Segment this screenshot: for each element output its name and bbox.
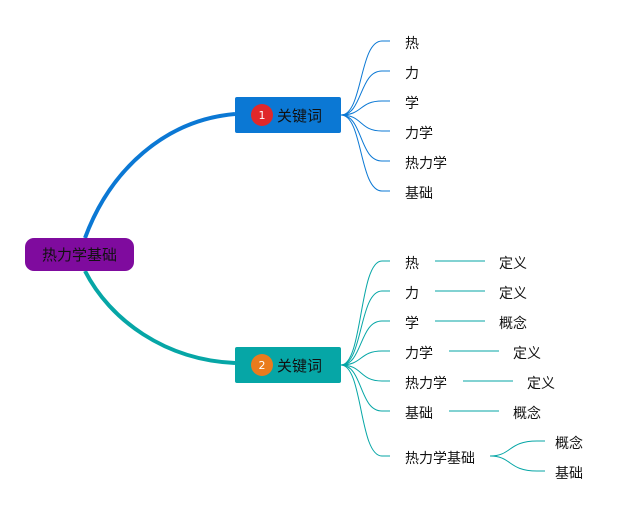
- subleaf-connector: [489, 440, 545, 457]
- branch2-subleaf[interactable]: 定义: [499, 256, 527, 272]
- branch2-subleaf[interactable]: 定义: [499, 286, 527, 302]
- subleaf-connector: [489, 455, 545, 472]
- branch2-subleaf[interactable]: 定义: [513, 346, 541, 362]
- branch2-subleaf[interactable]: 概念: [499, 316, 527, 332]
- branch-2-label: 关键词: [277, 356, 323, 375]
- branch1-leaf-connector: [340, 70, 390, 116]
- branch1-leaf[interactable]: 热力学: [405, 156, 447, 172]
- branch1-leaf-connector: [340, 100, 390, 116]
- branch2-leaf-connectors: [340, 260, 545, 472]
- branch2-leaf[interactable]: 学: [405, 316, 419, 332]
- root-label: 热力学基础: [41, 246, 117, 264]
- branch2-leaf[interactable]: 力学: [405, 346, 433, 362]
- branch2-subleaf[interactable]: 概念: [513, 406, 541, 422]
- branch1-leaf[interactable]: 力学: [405, 126, 433, 142]
- branch-1-label: 关键词: [277, 106, 323, 125]
- branch-node-1[interactable]: 1 关键词: [235, 97, 341, 133]
- number-1-badge-icon: 1: [251, 104, 273, 126]
- branch2-leaf-connector: [340, 364, 390, 457]
- branch2-leaf-connector: [340, 260, 390, 366]
- branch-node-2[interactable]: 2 关键词: [235, 347, 341, 383]
- branch2-leaf[interactable]: 力: [405, 286, 419, 302]
- number-2-badge-icon: 2: [251, 354, 273, 376]
- branch1-leaf[interactable]: 基础: [405, 186, 433, 202]
- root-to-branch2-connector: [83, 270, 236, 365]
- branch2-leaf-connector: [340, 364, 390, 412]
- branch2-subleaf[interactable]: 定义: [527, 376, 555, 392]
- branch1-leaf-connectors: [340, 40, 390, 192]
- branch1-leaf[interactable]: 热: [405, 36, 419, 52]
- root-to-branch1-connector: [83, 112, 236, 239]
- branch1-leaf[interactable]: 学: [405, 96, 419, 112]
- branch2-subleaf[interactable]: 基础: [555, 466, 583, 482]
- branch2-leaf[interactable]: 热力学基础: [405, 451, 475, 467]
- branch1-leaf[interactable]: 力: [405, 66, 419, 82]
- branch2-leaf[interactable]: 基础: [405, 406, 433, 422]
- branch1-leaf-connector: [340, 114, 390, 192]
- branch1-leaf-connector: [340, 40, 390, 116]
- branch1-leaf-connector: [340, 114, 390, 162]
- branch2-leaf-connector: [340, 320, 390, 366]
- branch2-leaf-connector: [340, 290, 390, 366]
- root-node[interactable]: 热力学基础: [25, 238, 134, 271]
- branch2-leaf[interactable]: 热力学: [405, 376, 447, 392]
- branch2-leaf-connector: [340, 350, 390, 366]
- branch2-leaf[interactable]: 热: [405, 256, 419, 272]
- branch2-leaf-connector: [340, 364, 390, 382]
- branch1-leaf-connector: [340, 114, 390, 132]
- branch2-subleaf[interactable]: 概念: [555, 436, 583, 452]
